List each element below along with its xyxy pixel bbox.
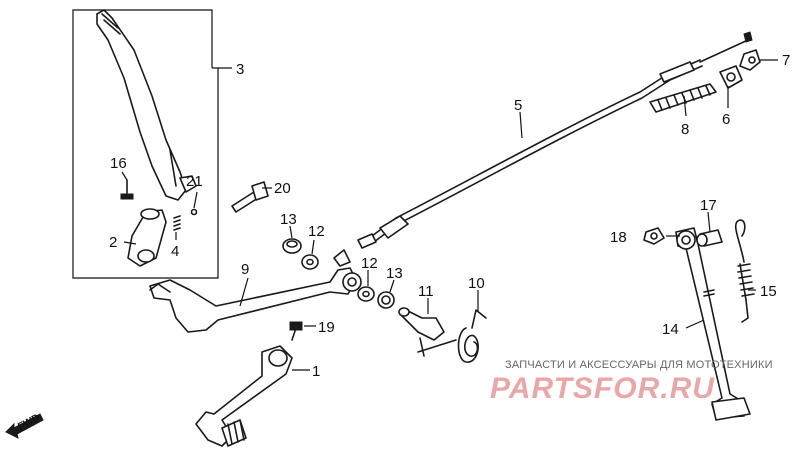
callout-12a: 12 (308, 223, 325, 240)
stand-spring-15-icon (735, 219, 755, 323)
adjusting-nut-6-icon (719, 65, 743, 89)
callout-17: 17 (700, 197, 717, 214)
watermark-tagline: ЗАПЧАСТИ И АКСЕССУАРЫ ДЛЯ МОТОТЕХНИКИ (505, 359, 773, 371)
watermark-logo: PARTSFOR.RU (490, 372, 715, 405)
callout-21: 21 (186, 173, 203, 190)
callout-5: 5 (514, 97, 522, 114)
callout-15: 15 (760, 283, 777, 300)
kick-starter-group-frame (72, 9, 219, 279)
callout-9: 9 (241, 261, 249, 278)
cable-spring-8-icon (649, 83, 717, 113)
callout-18: 18 (610, 229, 627, 246)
bolt-19-icon (289, 321, 303, 341)
brake-pedal-arm (149, 249, 362, 333)
kick-pedal-base (127, 208, 167, 267)
callout-6: 6 (722, 111, 730, 128)
ball-21-icon (190, 208, 198, 216)
callout-13a: 13 (280, 211, 297, 228)
return-spring-10-icon (417, 309, 487, 363)
bolt-17-icon (696, 229, 723, 247)
bolt-16-icon (120, 179, 134, 200)
fwd-arrow-icon: FWD (5, 412, 44, 439)
brake-lever-1 (195, 345, 293, 447)
callout-10: 10 (468, 275, 485, 292)
fwd-label: FWD (16, 412, 41, 432)
callout-1: 1 (312, 363, 320, 380)
callout-19: 19 (318, 319, 335, 336)
callout-11: 11 (418, 283, 434, 300)
callout-8: 8 (681, 121, 689, 138)
callout-2: 2 (109, 234, 117, 251)
pivot-shaft-11-icon (398, 307, 445, 357)
callout-13b: 13 (386, 265, 403, 282)
callout-7: 7 (782, 52, 790, 69)
nut-18-icon (643, 227, 665, 245)
joint-7-icon (739, 49, 761, 71)
collar-13-icon (282, 238, 302, 254)
kick-starter-arm (96, 9, 187, 201)
callout-3: 3 (236, 61, 244, 78)
washer-12-icon (301, 254, 319, 270)
washer-12b-icon (357, 286, 375, 302)
callout-4: 4 (171, 243, 179, 260)
callout-14: 14 (662, 321, 679, 338)
bolt-20-icon (231, 181, 269, 213)
spring-4-icon (173, 215, 181, 231)
callout-12b: 12 (361, 255, 378, 272)
brake-cable-5 (357, 31, 753, 249)
callout-20: 20 (274, 180, 291, 197)
collar-13b-icon (377, 291, 395, 309)
callout-16: 16 (110, 155, 127, 172)
side-stand-14 (675, 227, 751, 421)
